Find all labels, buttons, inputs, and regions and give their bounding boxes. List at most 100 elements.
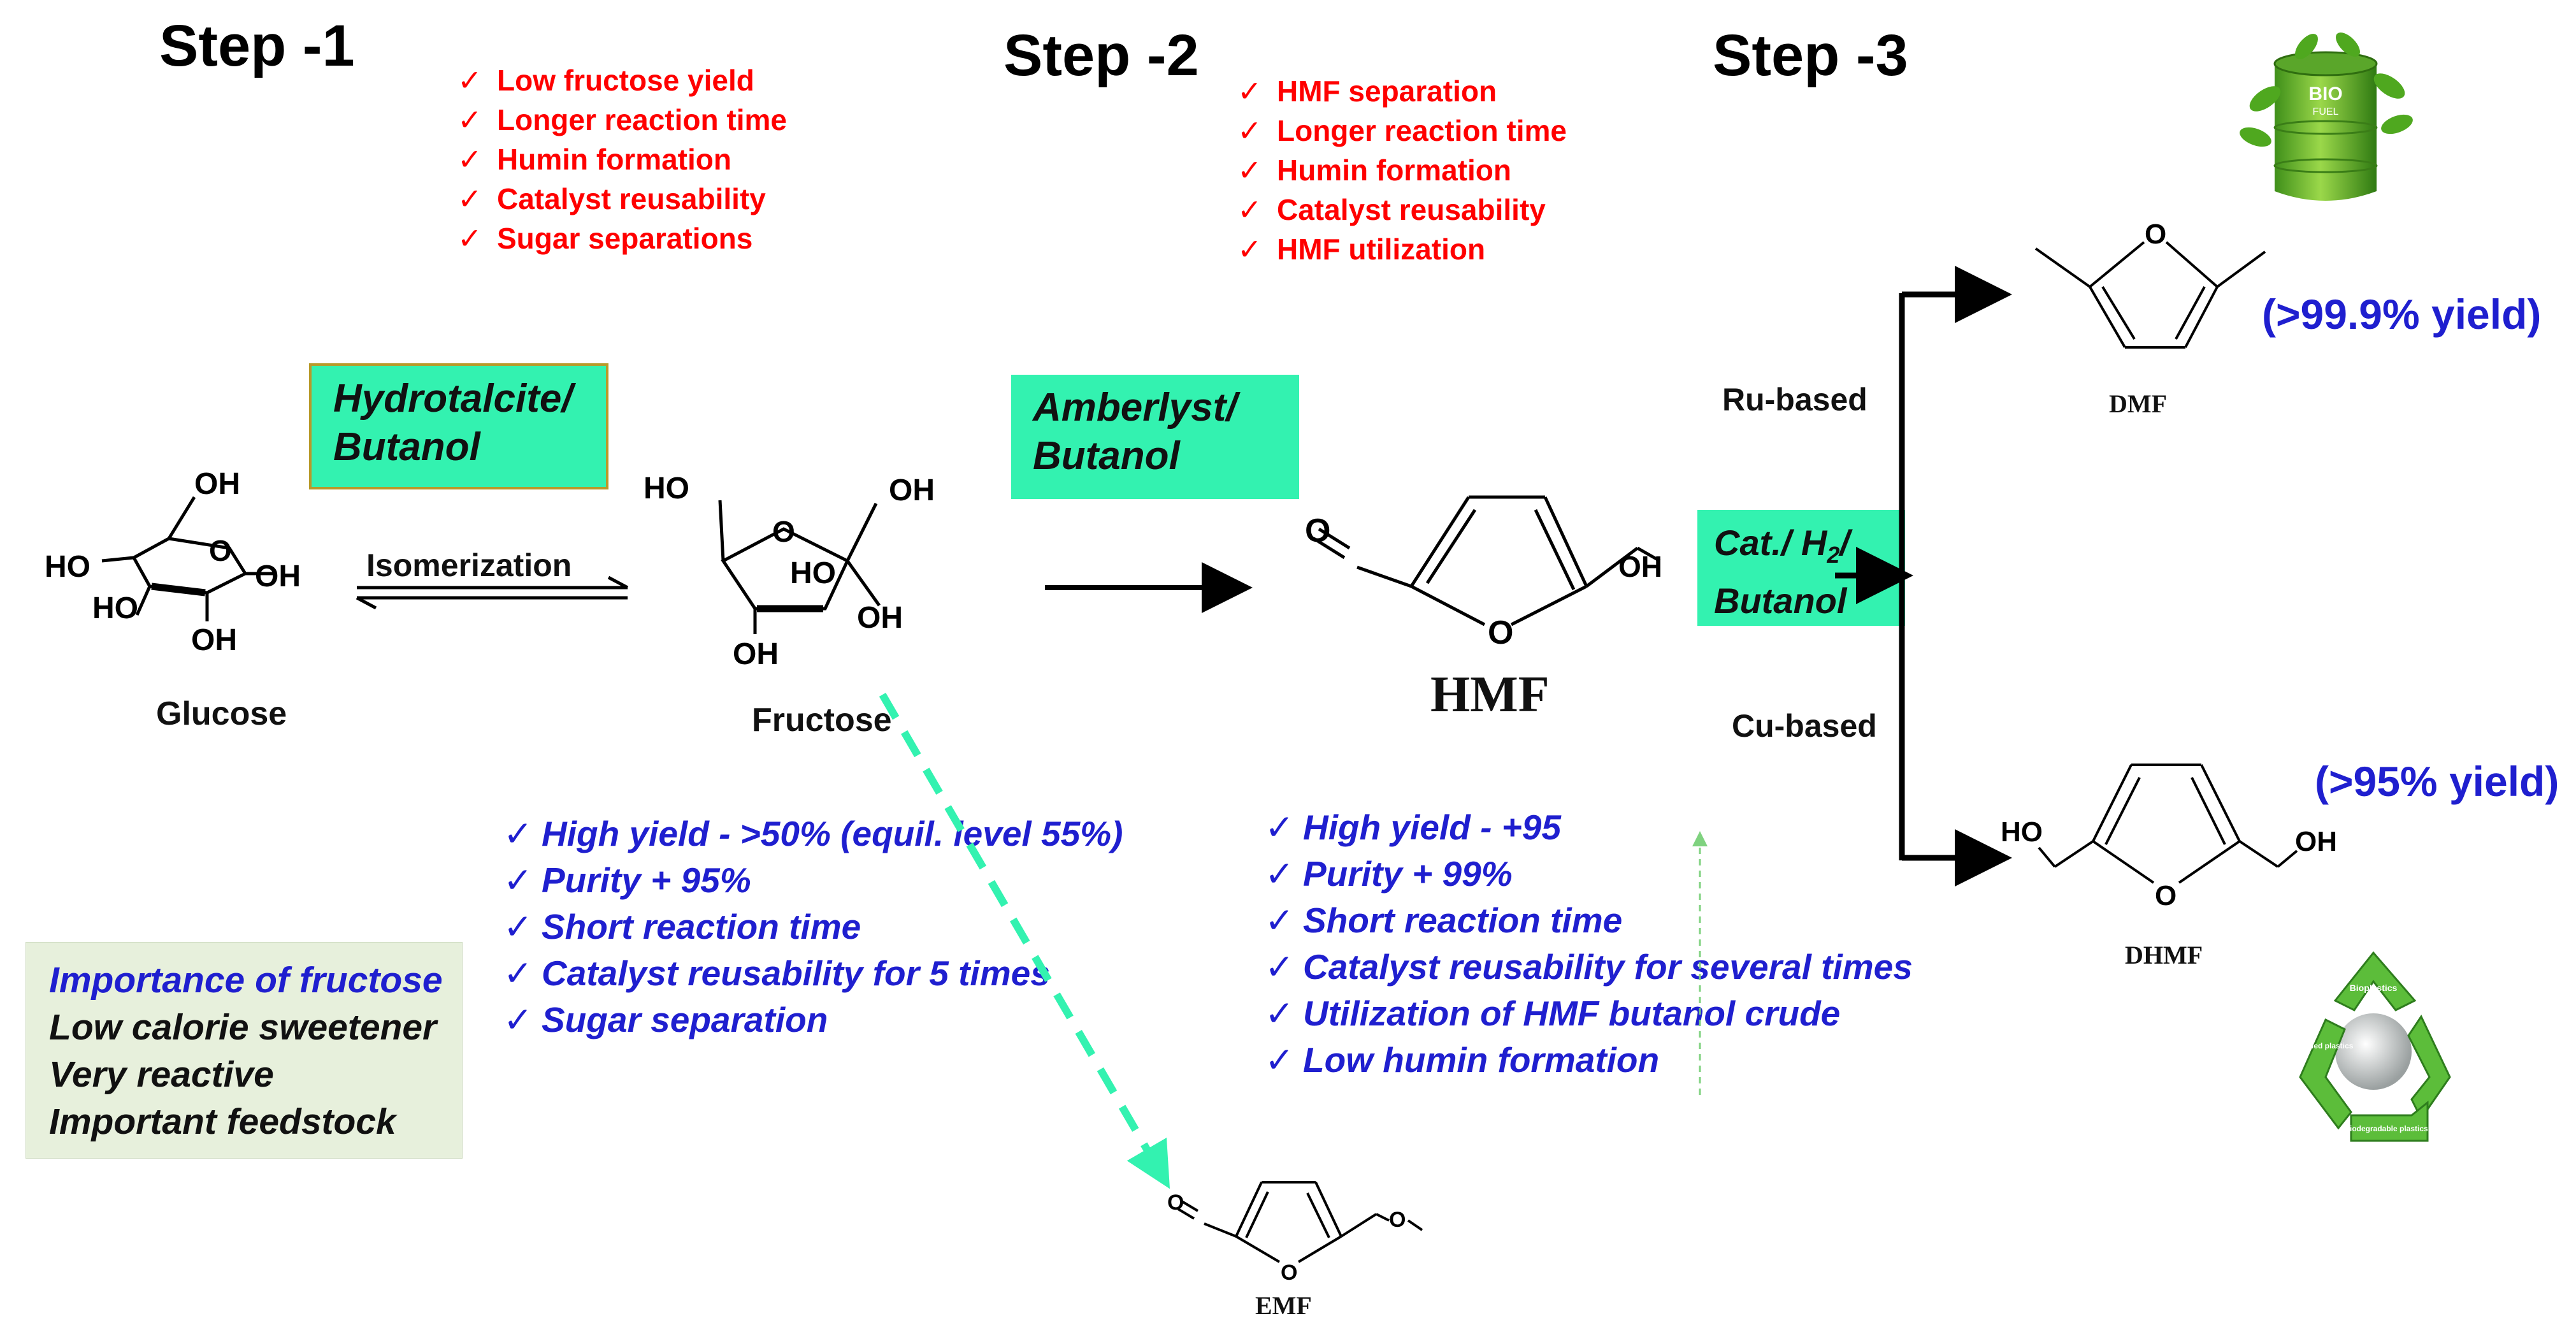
atom-label: O [1305,512,1330,549]
hmf-name: HMF [1430,667,1550,723]
check-icon: ✓ [457,103,482,136]
recycle-label: Bioplastics [2350,983,2398,993]
emf-structure: O O O [1167,1181,1423,1285]
problem-item: ✓HMF separation [1237,71,1567,111]
check-icon: ✓ [503,1000,533,1039]
step-1-result-list: ✓High yield - >50% (equil. level 55%) ✓P… [503,811,1123,1043]
check-icon: ✓ [1265,854,1295,894]
glucose-name: Glucose [156,695,287,732]
result-item: ✓Short reaction time [1265,897,1913,944]
atom-label: O [772,515,795,548]
atom-label: O [1281,1261,1297,1285]
check-icon: ✓ [457,222,482,255]
catalyst-line: Butanol [333,425,480,469]
step-1-heading: Step -1 [159,13,355,78]
biofuel-label: FUEL [2313,106,2339,117]
result-item: ✓High yield - +95 [1265,804,1913,851]
check-icon: ✓ [1265,901,1295,940]
atom-label: OH [889,474,935,507]
check-icon: ✓ [457,143,482,176]
recycle-label: Recycled plastics [2291,1041,2354,1050]
importance-item: Low calorie sweetener [49,1007,437,1048]
check-icon: ✓ [1237,75,1262,108]
result-item: ✓Purity + 99% [1265,851,1913,897]
step-1-problem-list: ✓Low fructose yield ✓Longer reaction tim… [457,61,787,258]
isomerization-label: Isomerization [366,547,572,583]
atom-label: O [2145,219,2166,250]
dhmf-yield: (>95% yield) [2315,758,2559,805]
result-item: ✓Catalyst reusability for several times [1265,944,1913,990]
isomerization-arrow [356,576,629,610]
fructose-structure: HO OH O HO OH OH [644,472,935,671]
result-item: ✓Low humin formation [1265,1037,1913,1083]
result-item: ✓Purity + 95% [503,857,1123,904]
catalyst-line: Butanol [1033,434,1180,478]
atom-label: O [1167,1191,1184,1215]
atom-label: OH [1618,550,1662,583]
check-icon: ✓ [503,860,533,900]
check-icon: ✓ [457,64,482,97]
check-icon: ✓ [1265,994,1295,1033]
check-icon: ✓ [503,907,533,946]
problem-item: ✓Longer reaction time [457,100,787,140]
problem-item: ✓Low fructose yield [457,61,787,100]
glucose-structure: OH O HO HO OH OH [45,467,301,657]
result-item: ✓Sugar separation [503,997,1123,1043]
atom-label: O [2155,880,2177,911]
atom-label: O [209,534,232,567]
check-icon: ✓ [1265,807,1295,847]
atom-label: O [1389,1208,1406,1232]
result-item: ✓Catalyst reusability for 5 times [503,950,1123,997]
result-item: ✓Utilization of HMF butanol crude [1265,990,1913,1037]
check-icon: ✓ [503,814,533,853]
recycle-label: Biodegradable plastics [2344,1124,2428,1133]
step-2-problem-list: ✓HMF separation ✓Longer reaction time ✓H… [1237,71,1567,269]
dmf-yield: (>99.9% yield) [2262,291,2542,338]
recycle-bioplastics-icon: Bioplastics Recycled plastics Biodegrada… [2291,951,2451,1142]
catalyst-line: Hydrotalcite/ [333,377,573,421]
atom-label: OH [2295,826,2337,857]
check-icon: ✓ [503,953,533,993]
check-icon: ✓ [1237,193,1262,226]
problem-item: ✓Catalyst reusability [1237,190,1567,229]
atom-label: HO [92,591,138,625]
catalyst-box-step-2: Amberlyst/ Butanol [1011,375,1299,499]
atom-label: HO [644,472,689,505]
step-2-heading: Step -2 [1004,23,1199,88]
atom-label: OH [733,637,779,671]
importance-item: Very reactive [49,1054,274,1095]
catalyst-line: Butanol [1714,581,1847,621]
problem-item: ✓Humin formation [1237,150,1567,190]
problem-item: ✓HMF utilization [1237,229,1567,269]
atom-label: OH [194,467,240,501]
fructose-to-emf-dashed-arrow [879,692,1170,1189]
check-icon: ✓ [1265,1040,1295,1080]
problem-item: ✓Humin formation [457,140,787,179]
dmf-name: DMF [2109,389,2168,418]
check-icon: ✓ [1237,114,1262,147]
result-item: ✓High yield - >50% (equil. level 55%) [503,811,1123,857]
atom-label: HO [45,550,90,584]
result-item: ✓Short reaction time [503,904,1123,950]
catalyst-line: Cat./ H2/ [1714,523,1850,568]
problem-item: ✓Sugar separations [457,219,787,258]
atom-label: HO [790,556,836,590]
biofuel-label: BIO [2308,83,2342,105]
atom-label: OH [857,601,903,635]
check-icon: ✓ [1265,947,1295,987]
hmf-structure: O O OH [1305,495,1662,651]
importance-title: Importance of fructose [49,960,443,1001]
importance-item: Important feedstock [49,1101,396,1142]
check-icon: ✓ [1237,233,1262,266]
step-2-result-list: ✓High yield - +95 ✓Purity + 99% ✓Short r… [1265,804,1913,1083]
atom-label: HO [2001,816,2043,848]
check-icon: ✓ [1237,154,1262,187]
dhmf-name: DHMF [2125,941,2203,969]
importance-of-fructose-box: Importance of fructose Low calorie sweet… [25,942,463,1159]
ru-based-label: Ru-based [1722,382,1867,417]
problem-item: ✓Longer reaction time [1237,111,1567,150]
hydrogenation-branch-arrow [1835,266,2012,887]
step-3-heading: Step -3 [1713,23,1908,88]
atom-label: OH [255,560,301,593]
